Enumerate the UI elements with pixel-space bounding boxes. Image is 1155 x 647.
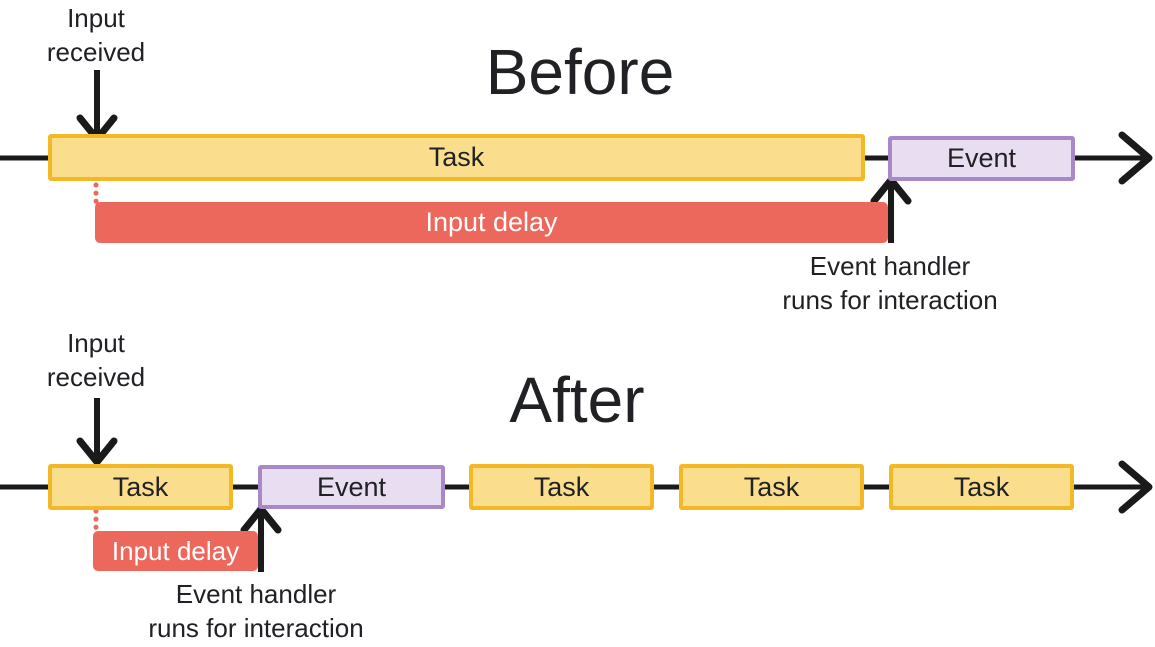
after-task-box-1: Task [48, 464, 233, 510]
after-task-label-4: Task [953, 471, 1010, 502]
before-input-received-label: Input received [46, 3, 146, 67]
before-timeline-arrowhead-icon [1118, 131, 1153, 185]
after-task-label-1: Task [112, 471, 169, 502]
after-event-label: Event [316, 471, 387, 502]
before-event-label: Event [946, 143, 1017, 173]
before-input-delay-bar: Input delay [95, 202, 888, 243]
after-event-box: Event [258, 465, 445, 509]
after-task-label-3: Task [743, 471, 800, 502]
before-title: Before [485, 36, 675, 108]
after-task-box-4: Task [889, 464, 1074, 510]
after-timeline-arrowhead-icon [1118, 460, 1153, 514]
before-task-label: Task [428, 142, 485, 172]
after-input-delay-bar: Input delay [93, 531, 258, 571]
after-event-handler-arrowhead-icon [240, 505, 282, 534]
after-title: After [509, 364, 645, 436]
after-task-label-2: Task [533, 471, 590, 502]
before-input-delay-label: Input delay [425, 207, 558, 237]
after-input-delay-label: Input delay [111, 535, 240, 566]
before-task-box: Task [48, 134, 865, 181]
before-event-handler-note: Event handler runs for interaction [782, 251, 998, 315]
after-task-box-2: Task [469, 464, 654, 510]
after-input-arrowhead-icon [76, 437, 118, 466]
after-input-received-label: Input received [46, 328, 146, 392]
after-task-box-3: Task [679, 464, 864, 510]
before-event-box: Event [888, 136, 1075, 181]
after-event-handler-note: Event handler runs for interaction [148, 579, 364, 643]
